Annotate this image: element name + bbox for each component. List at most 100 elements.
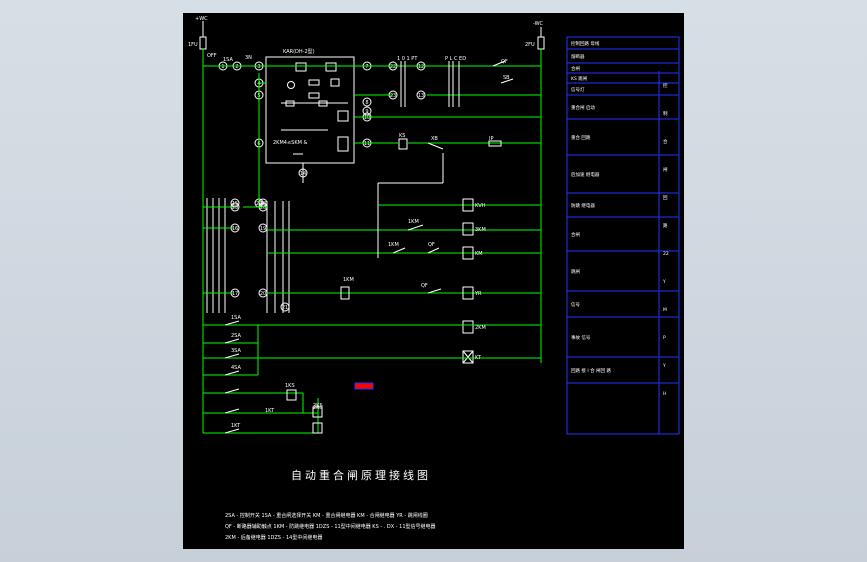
side-table-tag: 22 xyxy=(663,251,669,257)
side-table-row-label: 事故 信号 xyxy=(571,334,591,341)
contact-label: 1KS xyxy=(285,383,295,389)
side-table-tag: H xyxy=(663,391,666,397)
supply-minus-label: -WC xyxy=(533,21,544,27)
terminal-number: 25 xyxy=(232,205,238,211)
terminal-number: 12 xyxy=(418,64,424,70)
terminal-number: 9 xyxy=(365,109,368,115)
coil-label: YR xyxy=(474,291,482,297)
plc-label: P L C ED xyxy=(445,56,466,62)
side-table-row-label: 回路 接 I 合 闸回 路 xyxy=(571,367,611,374)
side-table-row-label: KS 跳闸 xyxy=(571,75,588,82)
contact-label: 1SA xyxy=(231,315,241,321)
side-table-row-label: 跳闸 xyxy=(571,268,580,275)
side-table-tag: Y xyxy=(662,279,666,285)
terminal-number: 23 xyxy=(390,93,396,99)
terminal-node xyxy=(362,106,372,116)
side-table-row-label: 防跳 继电器 xyxy=(571,202,595,209)
side-table-row-label: 熔断器 xyxy=(571,53,585,60)
side-table-frame xyxy=(566,36,680,435)
side-table-tag: Y xyxy=(662,363,666,369)
terminal-number: 11 xyxy=(364,141,370,147)
contact-label: QF xyxy=(421,283,428,289)
side-table-row-label: 合闸 xyxy=(571,231,580,238)
terminal-number: 8 xyxy=(365,100,368,106)
side-table-tag: P xyxy=(663,335,666,341)
terminal-number: 7 xyxy=(365,64,368,70)
side-table-row-label: 信号 xyxy=(571,301,580,308)
side-table-tag: 控 xyxy=(663,82,668,89)
legend-line: QF - 断路器辅助触点 1KM - 防跳继电器 1DZS - 11型中间继电器… xyxy=(225,523,436,530)
contact-label: 2KS xyxy=(313,403,323,409)
terminal-number: 19 xyxy=(260,226,266,232)
side-table-tag: 回 xyxy=(663,195,668,201)
coil-label: KVH xyxy=(475,203,486,209)
coil-label: 2KM xyxy=(475,325,486,331)
contact-label: 1KM xyxy=(343,277,354,283)
legend-line: 2SA - 控制开关 1SA - 重合闸选择开关 KM - 重合闸继电器 KM … xyxy=(225,512,428,519)
terminal-node xyxy=(362,97,372,107)
contact-label: 2SA xyxy=(231,333,241,339)
coil-label: 3KM xyxy=(475,227,486,233)
terminal-node xyxy=(230,198,240,208)
side-table-row-label: 重合 回路 xyxy=(571,134,591,141)
relay-box-label: KAR(DH-2型) xyxy=(283,48,315,55)
terminal-number: 20 xyxy=(260,291,266,297)
side-table-tag: 路 xyxy=(663,222,668,229)
side-table-row-label: 合闸 xyxy=(571,65,580,72)
ip-label: IP xyxy=(489,136,494,142)
contact-label: 1KT xyxy=(231,423,241,429)
contact-label: 1KM xyxy=(388,242,399,248)
terminal-number: 13 xyxy=(418,93,424,99)
diagram-title: 自动重合闸原理接线图 xyxy=(291,468,431,482)
contact-label: 1KT xyxy=(265,408,275,414)
terminal-number: 10 xyxy=(364,115,370,121)
drawing-sheet[interactable]: +WC -WC 1FU 2FU OFF 1SA 3N KAR(DH-2型) 1 … xyxy=(183,13,684,549)
kar-relay-box[interactable] xyxy=(265,56,355,164)
off-label: OFF xyxy=(207,53,217,59)
sa-label: 1SA xyxy=(223,57,233,63)
qf-top-label: QF xyxy=(501,59,508,65)
side-table-tag: 合 xyxy=(663,138,668,145)
highlighted-element[interactable] xyxy=(354,382,374,390)
terminal-number: 21 xyxy=(282,305,288,311)
contact-label: 1KM xyxy=(408,219,419,225)
terminal-number: 3 xyxy=(257,64,260,70)
lower-box-label: 2KM4≤SKM & xyxy=(273,140,308,146)
terminal-node xyxy=(416,90,426,100)
terminal-number: 17 xyxy=(232,291,238,297)
n-label: 3N xyxy=(245,55,252,61)
fuse-left xyxy=(199,36,207,50)
pt-label: 1 0 1 PT xyxy=(397,56,418,62)
terminal-number: 26 xyxy=(260,205,266,211)
xb-label: XB xyxy=(431,136,438,142)
terminal-number: 16 xyxy=(232,226,238,232)
side-table-row-label: 控制回路 母线 xyxy=(571,40,600,47)
contact-label: 2KS xyxy=(313,405,323,411)
side-table-row-label: 后加速 继电器 xyxy=(571,171,600,178)
fuse-right-label: 2FU xyxy=(525,42,535,48)
contact-label: 4SA xyxy=(231,365,241,371)
side-table-row-label: 信号灯 xyxy=(571,86,585,93)
legend-line: 2KM - 后备继电器 1DZS - 14型中间继电器 xyxy=(225,534,322,541)
terminal-number: 15 xyxy=(232,201,238,207)
schematic-svg: +WC -WC 1FU 2FU OFF 1SA 3N KAR(DH-2型) 1 … xyxy=(188,16,680,541)
fuse-left-label: 1FU xyxy=(188,42,198,48)
contact-label: QF xyxy=(428,242,435,248)
side-table-tag: 闸 xyxy=(663,166,668,173)
sb-label: SB xyxy=(503,75,510,81)
side-table-tag: M xyxy=(663,307,667,313)
terminal-number: 2 xyxy=(235,64,238,70)
terminal-number: 24 xyxy=(256,201,262,207)
side-table-row-label: 重合闸 启动 xyxy=(571,104,595,111)
contact-label: 3SA xyxy=(231,348,241,354)
fuse-right xyxy=(537,36,545,50)
coil-label: KT xyxy=(475,355,482,361)
terminal-number: 1 xyxy=(221,64,224,70)
legend: 2SA - 控制开关 1SA - 重合闸选择开关 KM - 重合闸继电器 KM … xyxy=(225,512,436,541)
side-table-tag: 制 xyxy=(663,110,668,117)
ks-label: KS xyxy=(399,133,405,139)
